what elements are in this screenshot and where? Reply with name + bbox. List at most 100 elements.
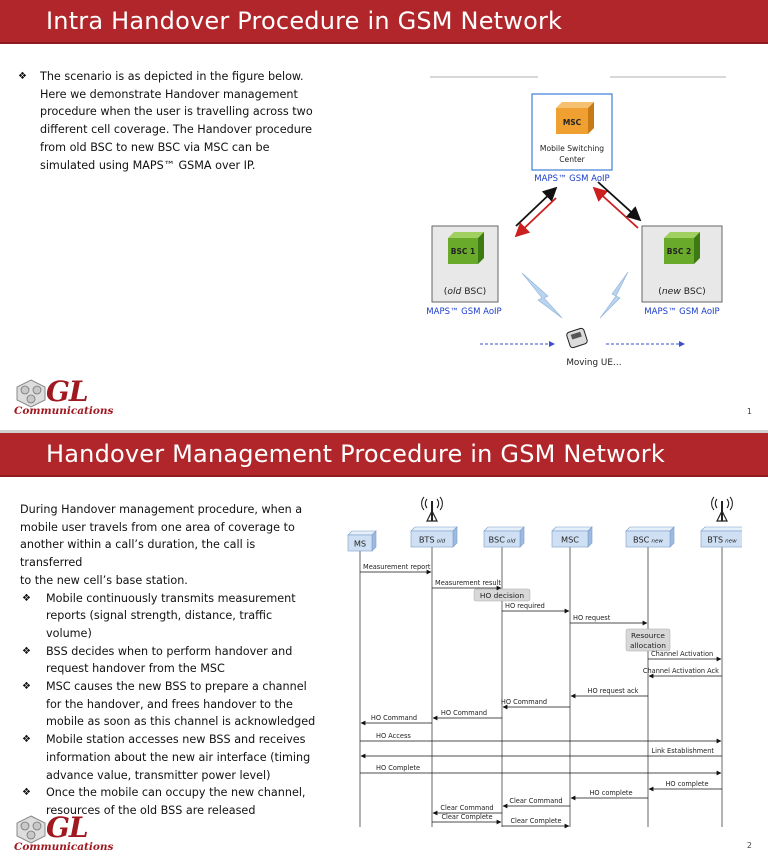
slide-2: Handover Management Procedure in GSM Net… bbox=[0, 433, 768, 866]
gl-logo-icon bbox=[16, 379, 46, 408]
entity-box bbox=[625, 530, 671, 548]
gl-logo-icon bbox=[16, 815, 46, 844]
bullet-list: ❖ The scenario is as depicted in the fig… bbox=[16, 68, 316, 174]
bullet-line: procedure when the user is travelling ac… bbox=[40, 105, 313, 119]
bullet-line: different cell coverage. The Handover pr… bbox=[40, 123, 313, 137]
bullet-item: ❖ Mobile station accesses new BSS and re… bbox=[20, 731, 320, 784]
cube-icon bbox=[664, 232, 700, 264]
message-label: HO Access bbox=[376, 732, 411, 740]
message-label: HO complete bbox=[589, 789, 632, 797]
lightning-icon bbox=[521, 272, 563, 319]
intro-paragraph: During Handover management procedure, wh… bbox=[20, 501, 320, 590]
antenna-icon bbox=[421, 496, 443, 522]
note-text: allocation bbox=[630, 641, 666, 650]
logo-subtitle: Communications bbox=[14, 405, 114, 417]
bsc2-label: BSC 2 bbox=[667, 247, 691, 256]
intro-line: to the new cell’s base station. bbox=[20, 573, 188, 587]
entity-box bbox=[483, 530, 521, 548]
entity-box bbox=[700, 530, 742, 548]
bullet-diamond-icon: ❖ bbox=[22, 645, 31, 657]
bullet-line: advance value, transmitter power level) bbox=[46, 768, 271, 782]
entity-box-side bbox=[669, 526, 675, 548]
bullet-item: ❖ MSC causes the new BSS to prepare a ch… bbox=[20, 678, 320, 731]
bullet-line: MSC causes the new BSS to prepare a chan… bbox=[46, 680, 307, 694]
message-label: Link Establishment bbox=[651, 747, 714, 755]
msc-node: MSC Mobile Switching Center bbox=[531, 93, 613, 171]
message-label: Channel Activation Ack bbox=[643, 667, 719, 675]
bullet-diamond-icon: ❖ bbox=[22, 592, 31, 604]
bsc1-caption: MAPS™ GSM AoIP bbox=[426, 307, 501, 317]
bsc2-caption: MAPS™ GSM AoIP bbox=[644, 307, 719, 317]
entity-box-side bbox=[452, 526, 458, 548]
entity-label: MSC bbox=[561, 535, 579, 545]
logo-mark: GL bbox=[46, 811, 89, 844]
note-box bbox=[473, 588, 531, 602]
gl-logo: GL Communications bbox=[14, 811, 113, 858]
slide-title: Handover Management Procedure in GSM Net… bbox=[46, 440, 665, 468]
note-text: Resource bbox=[631, 631, 665, 640]
bullet-line: mobile as soon as this channel is acknow… bbox=[46, 715, 316, 729]
bullet-line: from old BSC to new BSC via MSC can be bbox=[40, 140, 270, 154]
message-label: HO Complete bbox=[376, 764, 420, 772]
message-label: HO complete bbox=[665, 780, 708, 788]
message-label: Clear Command bbox=[440, 804, 493, 812]
message-label: Clear Command bbox=[509, 797, 562, 805]
bullet-line: Once the mobile can occupy the new chann… bbox=[46, 786, 306, 800]
entity-box-top bbox=[483, 526, 525, 532]
message-label: Channel Activation bbox=[651, 650, 713, 658]
bullet-diamond-icon: ❖ bbox=[18, 71, 27, 82]
page-number: 2 bbox=[746, 841, 752, 850]
bullet-line: request handover from the MSC bbox=[46, 662, 225, 676]
title-bar: Intra Handover Procedure in GSM Network bbox=[0, 0, 768, 44]
cube-icon bbox=[448, 232, 484, 264]
entity-box-side bbox=[371, 530, 377, 552]
message-label: HO Command bbox=[441, 709, 487, 717]
msc-caption: MAPS™ GSM AoIP bbox=[534, 174, 609, 184]
entity-box-side bbox=[587, 526, 593, 548]
entity-box-top bbox=[410, 526, 458, 532]
intro-line: mobile user travels from one area of cov… bbox=[20, 520, 295, 534]
bullet-line: for the handover, and frees handover to … bbox=[46, 697, 293, 711]
msc-name-line2: Center bbox=[559, 155, 585, 164]
handover-scenario-figure: MSC Mobile Switching Center MAPS™ GSM Ao… bbox=[426, 68, 736, 372]
gl-logo: GL Communications bbox=[14, 375, 113, 422]
note-box bbox=[625, 628, 671, 652]
entity-box bbox=[410, 530, 454, 548]
bsc1-label: BSC 1 bbox=[451, 247, 475, 256]
note-text: HO decision bbox=[480, 591, 525, 600]
message-label: HO Command bbox=[501, 698, 547, 706]
message-label: HO required bbox=[505, 602, 545, 610]
bsc2-node: BSC 2 (new BSC) bbox=[641, 225, 723, 303]
antenna-icon bbox=[711, 496, 733, 522]
msc-name-line1: Mobile Switching bbox=[540, 144, 604, 153]
bullet-line: Mobile station accesses new BSS and rece… bbox=[46, 733, 306, 747]
bullet-line: reports (signal strength, distance, traf… bbox=[46, 609, 273, 640]
bullet-line: Here we demonstrate Handover management bbox=[40, 87, 298, 101]
entity-box-side bbox=[519, 526, 525, 548]
bullet-item: ❖ Mobile continuously transmits measurem… bbox=[20, 590, 320, 643]
lightning-icon bbox=[599, 271, 629, 319]
bsc1-subtitle: (old BSC) bbox=[444, 286, 487, 297]
entity-box bbox=[551, 530, 589, 548]
ue-label: Moving UE… bbox=[566, 358, 621, 368]
message-label: Clear Complete bbox=[441, 813, 492, 821]
msc-box-label: MSC bbox=[563, 118, 582, 127]
message-label: HO Command bbox=[371, 714, 417, 722]
bullet-diamond-icon: ❖ bbox=[22, 681, 31, 693]
entity-label: MS bbox=[354, 539, 366, 549]
slide-title: Intra Handover Procedure in GSM Network bbox=[46, 7, 563, 35]
cube-icon bbox=[556, 102, 594, 134]
entity-box-top bbox=[347, 530, 377, 536]
bullet-line: resources of the old BSS are released bbox=[46, 803, 256, 817]
bullet-line: simulated using MAPS™ GSMA over IP. bbox=[40, 158, 256, 172]
bullet-diamond-icon: ❖ bbox=[22, 787, 31, 799]
logo-subtitle: Communications bbox=[14, 841, 114, 853]
entity-box bbox=[347, 534, 373, 552]
bullet-line: information about the new air interface … bbox=[46, 750, 311, 764]
slide-1: Intra Handover Procedure in GSM Network … bbox=[0, 0, 768, 430]
slide-separator bbox=[0, 430, 768, 433]
title-bar: Handover Management Procedure in GSM Net… bbox=[0, 433, 768, 477]
